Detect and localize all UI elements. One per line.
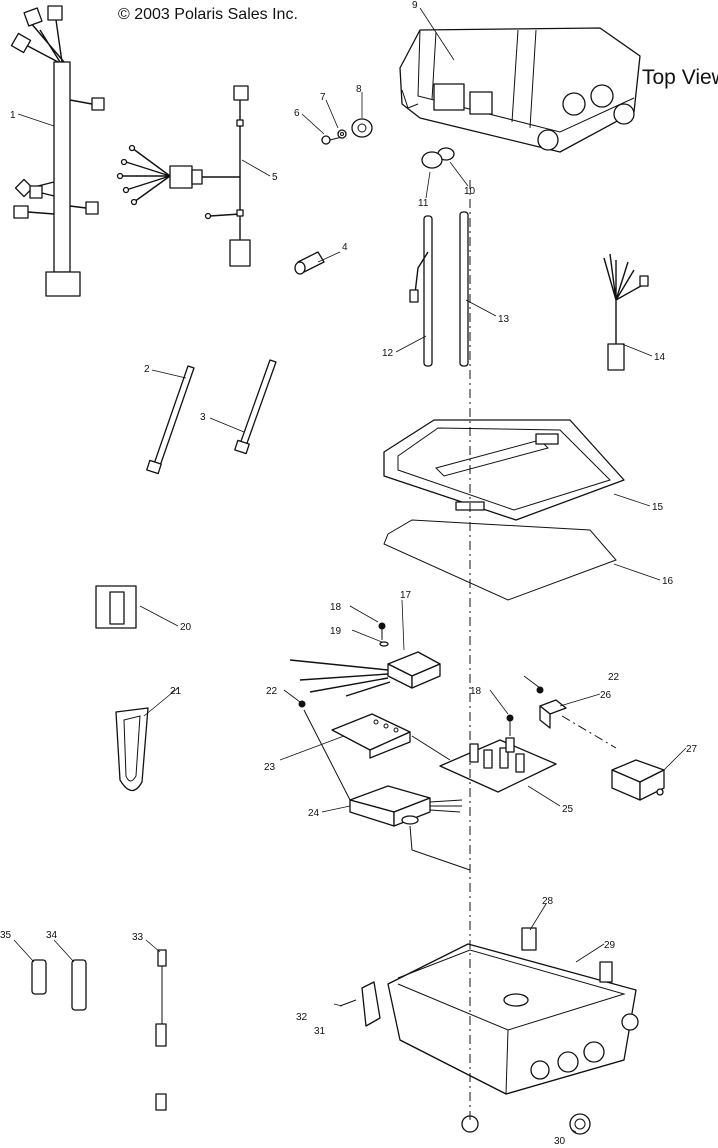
part-28-grommet: [503, 993, 529, 1007]
callout-24: 24: [308, 808, 320, 819]
callout-4: 4: [342, 242, 348, 253]
part-14-pigtail: [603, 253, 649, 371]
callout-13: 13: [498, 314, 510, 325]
alignment-line-board: [561, 715, 617, 749]
callout-25: 25: [562, 804, 574, 815]
top-view-label: Top View: [642, 66, 718, 89]
part-7-washer: [337, 129, 347, 139]
callout-19: 19: [330, 626, 342, 637]
callout-27: 27: [686, 744, 698, 755]
part-15-lid-frame: [383, 419, 625, 521]
part-2-cable-tie: [146, 365, 195, 475]
callout-15: 15: [652, 502, 664, 513]
part-9-cover: [399, 27, 641, 153]
part-26-bracket: [539, 699, 567, 729]
part-17-module: [289, 651, 441, 697]
copyright-notice: © 2003 Polaris Sales Inc.: [118, 6, 298, 23]
part-35-fuse: [31, 959, 47, 995]
part-20-decal: [95, 585, 137, 629]
callout-22-right: 22: [608, 672, 620, 683]
callout-33: 33: [132, 932, 144, 943]
part-29-enclosure-box: [387, 927, 639, 1095]
callout-28: 28: [542, 896, 554, 907]
part-24-relay-pack: [349, 785, 463, 827]
callout-32: 32: [296, 1012, 308, 1023]
callout-5: 5: [272, 172, 278, 183]
part-18-screw-lower: [506, 714, 514, 736]
part-4-boot: [294, 251, 325, 275]
callout-9: 9: [412, 0, 418, 11]
callout-22: 22: [266, 686, 278, 697]
part-3-cable-tie: [234, 359, 277, 455]
callout-30: 30: [554, 1136, 566, 1147]
part-21-clip: [115, 707, 149, 792]
callout-26: 26: [600, 690, 612, 701]
callout-11: 11: [418, 198, 429, 209]
callout-2: 2: [144, 364, 150, 375]
part-27-relay: [611, 759, 665, 801]
callout-17: 17: [400, 590, 412, 601]
part-33-fuse-link: [155, 949, 167, 1111]
part-25-circuit-board: [439, 737, 557, 793]
callout-29: 29: [604, 940, 616, 951]
callout-35: 35: [0, 930, 12, 941]
part-8-grommet: [351, 118, 373, 138]
callout-18: 18: [330, 602, 342, 613]
part-16-gasket: [383, 519, 617, 601]
callout-34: 34: [46, 930, 58, 941]
callout-20: 20: [180, 622, 192, 633]
part-22-nut: [298, 700, 306, 708]
callout-21: 21: [170, 686, 182, 697]
callout-1: 1: [10, 110, 16, 121]
callout-labels: 1 2 3 4 5 6 7 8 9 10 11 12 13 14 15 16 1…: [0, 0, 698, 1147]
part-11-plug: [421, 151, 443, 169]
part-32-pin: [339, 999, 357, 1007]
callout-6: 6: [294, 108, 300, 119]
callout-7: 7: [320, 92, 326, 103]
part-12-cable: [409, 215, 433, 367]
part-31-clip: [361, 981, 381, 1027]
callout-8: 8: [356, 84, 362, 95]
callout-3: 3: [200, 412, 206, 423]
part-19-washer: [379, 641, 389, 647]
part-23-bracket: [331, 713, 411, 759]
part-18-screw: [378, 622, 386, 640]
leader-lines: [13, 7, 687, 1133]
callout-10: 10: [464, 186, 476, 197]
part-22-nut-right: [536, 686, 544, 694]
callout-18-lower: 18: [470, 686, 482, 697]
part-30-plug: [569, 1113, 591, 1135]
part-5-harness: [116, 85, 251, 267]
part-13-cable: [459, 211, 469, 367]
callout-12: 12: [382, 348, 394, 359]
alignment-line-wiring: [303, 709, 471, 871]
callout-14: 14: [654, 352, 666, 363]
callout-31: 31: [314, 1026, 326, 1037]
callout-23: 23: [264, 762, 276, 773]
callout-16: 16: [662, 576, 674, 587]
part-1-main-harness: [10, 5, 105, 297]
part-34-fuse: [71, 959, 87, 1011]
